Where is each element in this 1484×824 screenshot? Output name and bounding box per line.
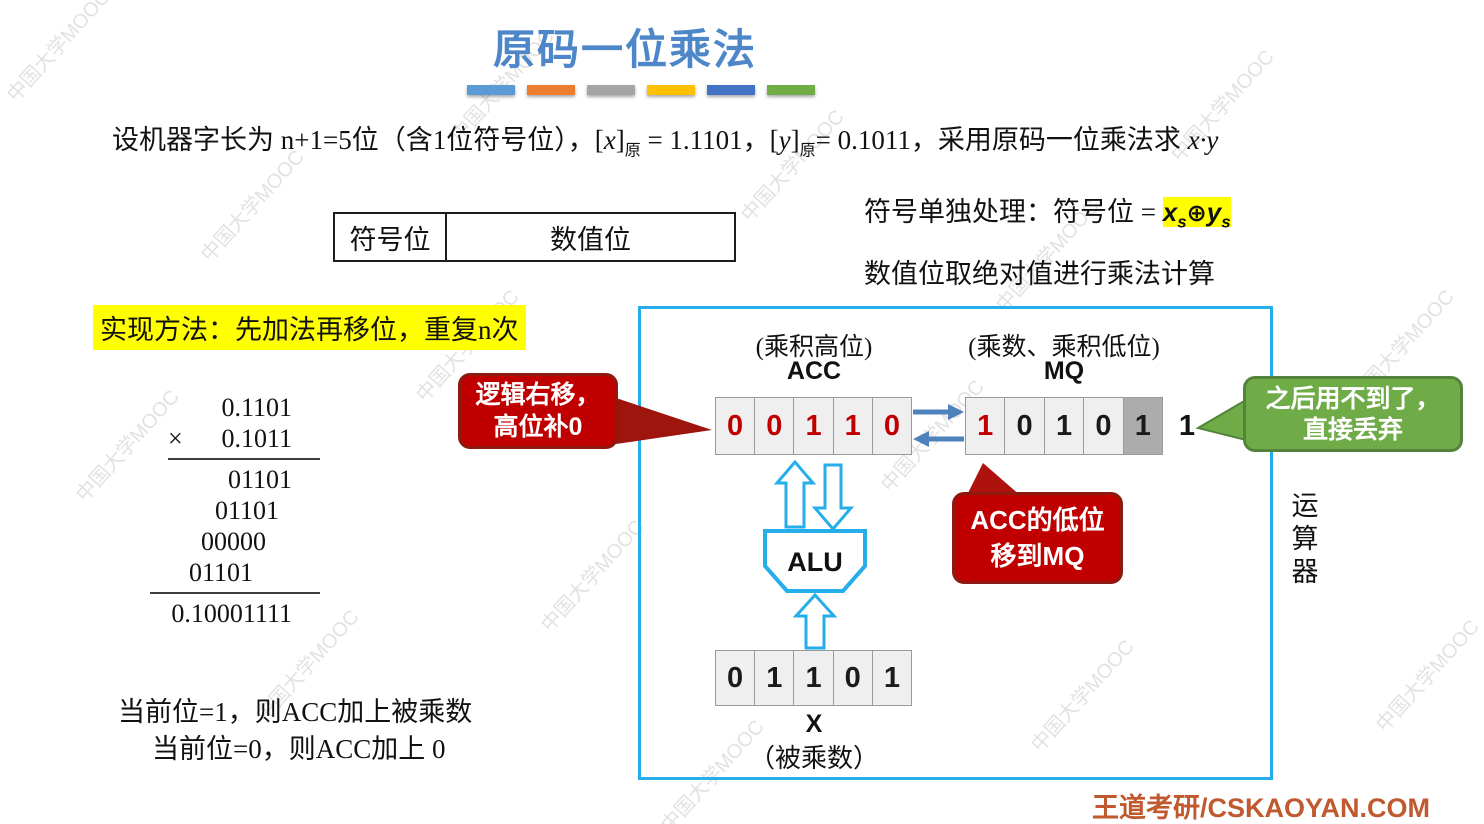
unit-char: 运 bbox=[1291, 491, 1319, 521]
callout-line: 高位补0 bbox=[493, 413, 583, 441]
callout-line: 逻辑右移， bbox=[475, 381, 601, 409]
product-result: 0.10001111 bbox=[171, 599, 292, 628]
x-bit: 1 bbox=[871, 650, 913, 706]
callout-acc-to-mq: ACC的低位 移到MQ bbox=[952, 492, 1123, 584]
sign-rule: 符号单独处理：符号位 = xs⊕ys 数值位取绝对值进行乘法计算 bbox=[864, 190, 1231, 291]
accent-bar bbox=[707, 85, 755, 95]
watermark: 中国大学MOOC bbox=[537, 515, 649, 637]
watermark: 中国大学MOOC bbox=[197, 145, 309, 267]
long-multiplication: 0.1101 × 0.1011 01101 01101 00000 01101 0… bbox=[150, 392, 320, 629]
accent-bar bbox=[587, 85, 635, 95]
sign-rule-line2: 数值位取绝对值进行乘法计算 bbox=[864, 259, 1215, 290]
rule-line bbox=[168, 458, 320, 460]
acc-name: ACC bbox=[786, 357, 842, 385]
unit-char: 算 bbox=[1291, 524, 1319, 554]
xor-formula-highlight: xs⊕ys bbox=[1162, 197, 1231, 231]
subscript-s: s bbox=[1177, 212, 1187, 232]
accent-bar bbox=[647, 85, 695, 95]
title-underline-bars bbox=[467, 85, 815, 95]
partial-product: 00000 bbox=[201, 527, 266, 556]
multiplier-row: × 0.1011 bbox=[150, 423, 320, 454]
callout-line: 直接丢弃 bbox=[1302, 416, 1403, 444]
var-x: x bbox=[603, 125, 616, 155]
intro-text: = 1.1101，[ bbox=[640, 125, 779, 155]
sign-bit-cell: 符号位 bbox=[335, 214, 447, 260]
x-bit: 1 bbox=[754, 650, 795, 706]
rule-line bbox=[150, 592, 320, 594]
callout-line: 移到MQ bbox=[990, 541, 1085, 571]
x-register: 0 1 1 0 1 bbox=[715, 650, 913, 706]
accent-bar bbox=[527, 85, 575, 95]
sign-rule-line1: 符号单独处理：符号位 = xs⊕ys bbox=[864, 190, 1231, 232]
acc-bit: 0 bbox=[715, 397, 756, 455]
partial-product: 01101 bbox=[227, 465, 292, 494]
xor-icon: ⊕ bbox=[1186, 199, 1207, 227]
partial-product: 01101 bbox=[214, 496, 279, 525]
times-sign: × bbox=[168, 424, 183, 453]
var-xs: x bbox=[1162, 197, 1178, 227]
mq-bit: 0 bbox=[1083, 397, 1124, 455]
intro-text: ] bbox=[790, 125, 800, 155]
acc-bit: 0 bbox=[754, 397, 795, 455]
word-format-box: 符号位 数值位 bbox=[333, 212, 736, 262]
subscript-yuan: 原 bbox=[799, 142, 816, 160]
accent-bar bbox=[467, 85, 515, 95]
multiplicand: 0.1101 bbox=[221, 393, 292, 422]
method-note: 实现方法：先加法再移位，重复n次 bbox=[93, 305, 526, 350]
mq-bit: 1 bbox=[1043, 397, 1085, 455]
acc-bit: 0 bbox=[871, 397, 913, 455]
acc-caption: (乘积高位) bbox=[755, 334, 873, 361]
alu-label: ALU bbox=[787, 547, 843, 577]
intro-text: = 0.1011，采用原码一位乘法求 bbox=[815, 125, 1188, 155]
rule-line2: 当前位=0，则ACC加上 0 bbox=[152, 734, 446, 764]
callout-line: ACC的低位 bbox=[970, 505, 1105, 535]
brand-footer: 王道考研/CSKAOYAN.COM bbox=[1092, 793, 1431, 823]
var-y: y bbox=[778, 125, 791, 155]
arithmetic-unit-label: 运 算 器 bbox=[1288, 490, 1322, 589]
alu-unit-box bbox=[638, 306, 1273, 780]
mq-bit: 1 bbox=[965, 397, 1006, 455]
watermark: 中国大学MOOC bbox=[1372, 615, 1484, 737]
var-xy: x·y bbox=[1187, 125, 1219, 155]
x-name: X bbox=[805, 710, 823, 738]
rule-line1: 当前位=1，则ACC加上被乘数 bbox=[118, 697, 473, 727]
callout-line: 之后用不到了， bbox=[1265, 385, 1441, 413]
multiplier: 0.1011 bbox=[221, 424, 292, 453]
subscript-s: s bbox=[1221, 212, 1231, 232]
unit-char: 器 bbox=[1291, 557, 1319, 587]
var-ys: y bbox=[1206, 197, 1222, 227]
mq-bit-shaded: 1 bbox=[1122, 397, 1164, 455]
intro-text: 设机器字长为 n+1=5位（含1位符号位），[ bbox=[112, 125, 604, 155]
mq-bit: 0 bbox=[1004, 397, 1045, 455]
add-rule-text: 当前位=1，则ACC加上被乘数 当前位=0，则ACC加上 0 bbox=[118, 694, 472, 768]
intro-text: ] bbox=[615, 125, 625, 155]
subscript-yuan: 原 bbox=[624, 142, 641, 160]
problem-statement: 设机器字长为 n+1=5位（含1位符号位），[x]原 = 1.1101，[y]原… bbox=[112, 118, 1218, 160]
sign-rule-text: 符号单独处理：符号位 = bbox=[864, 197, 1163, 227]
mq-register: 1 0 1 0 1 bbox=[965, 397, 1164, 455]
accent-bar bbox=[767, 85, 815, 95]
x-bit: 0 bbox=[715, 650, 756, 706]
dropped-bit: 1 bbox=[1178, 410, 1196, 442]
acc-bit: 1 bbox=[832, 397, 873, 455]
watermark: 中国大学MOOC bbox=[3, 0, 115, 107]
mq-caption: (乘数、乘积低位) bbox=[968, 334, 1160, 361]
value-bits-cell: 数值位 bbox=[550, 224, 631, 255]
x-caption: （被乘数） bbox=[748, 744, 879, 773]
x-bit: 1 bbox=[793, 650, 834, 706]
x-bit: 0 bbox=[832, 650, 873, 706]
callout-discard: 之后用不到了， 直接丢弃 bbox=[1243, 376, 1463, 452]
acc-register: 0 0 1 1 0 bbox=[715, 397, 913, 455]
acc-bit: 1 bbox=[793, 397, 834, 455]
callout-logical-shift: 逻辑右移， 高位补0 bbox=[458, 373, 618, 449]
partial-product: 01101 bbox=[188, 558, 253, 587]
mq-name: MQ bbox=[1043, 357, 1085, 385]
page-title: 原码一位乘法 bbox=[492, 28, 757, 74]
